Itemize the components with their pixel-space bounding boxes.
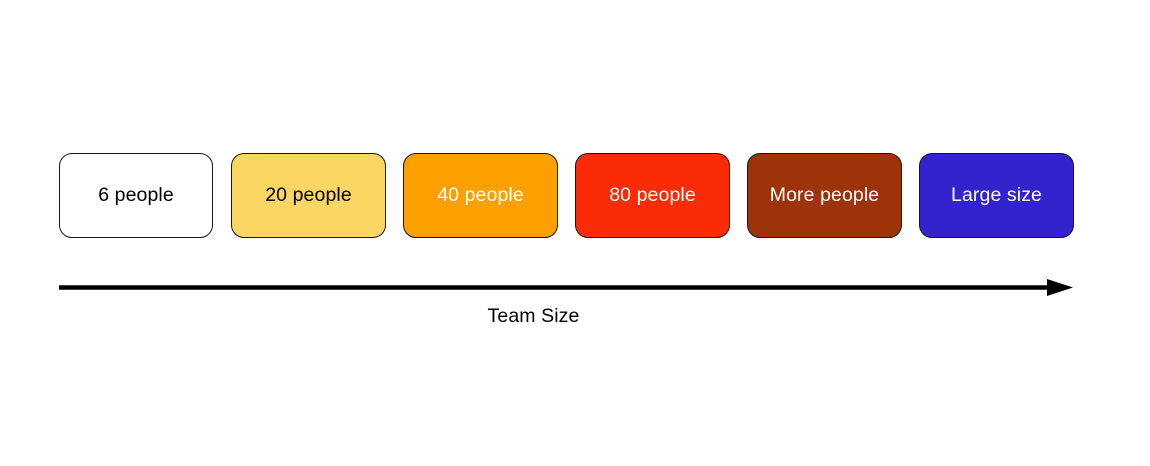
axis-caption-label: Team Size [487,305,580,327]
stage-box-label: Large size [951,183,1042,206]
stage-box-label: More people [769,183,880,206]
stage-box[interactable]: 6 people [59,153,213,238]
stage-box-label: 20 people [265,183,352,206]
stage-box-label: 6 people [98,183,174,206]
stage-box[interactable]: More people [747,153,902,238]
team-size-axis-arrow [59,279,1073,296]
stage-box[interactable]: 80 people [575,153,730,238]
stage-box-label: 40 people [437,183,524,206]
stage-box[interactable]: 40 people [403,153,558,238]
stage-box[interactable]: Large size [919,153,1074,238]
axis-arrowhead-icon [1047,279,1073,296]
stage-box-label: 80 people [609,183,696,206]
stage-box[interactable]: 20 people [231,153,386,238]
